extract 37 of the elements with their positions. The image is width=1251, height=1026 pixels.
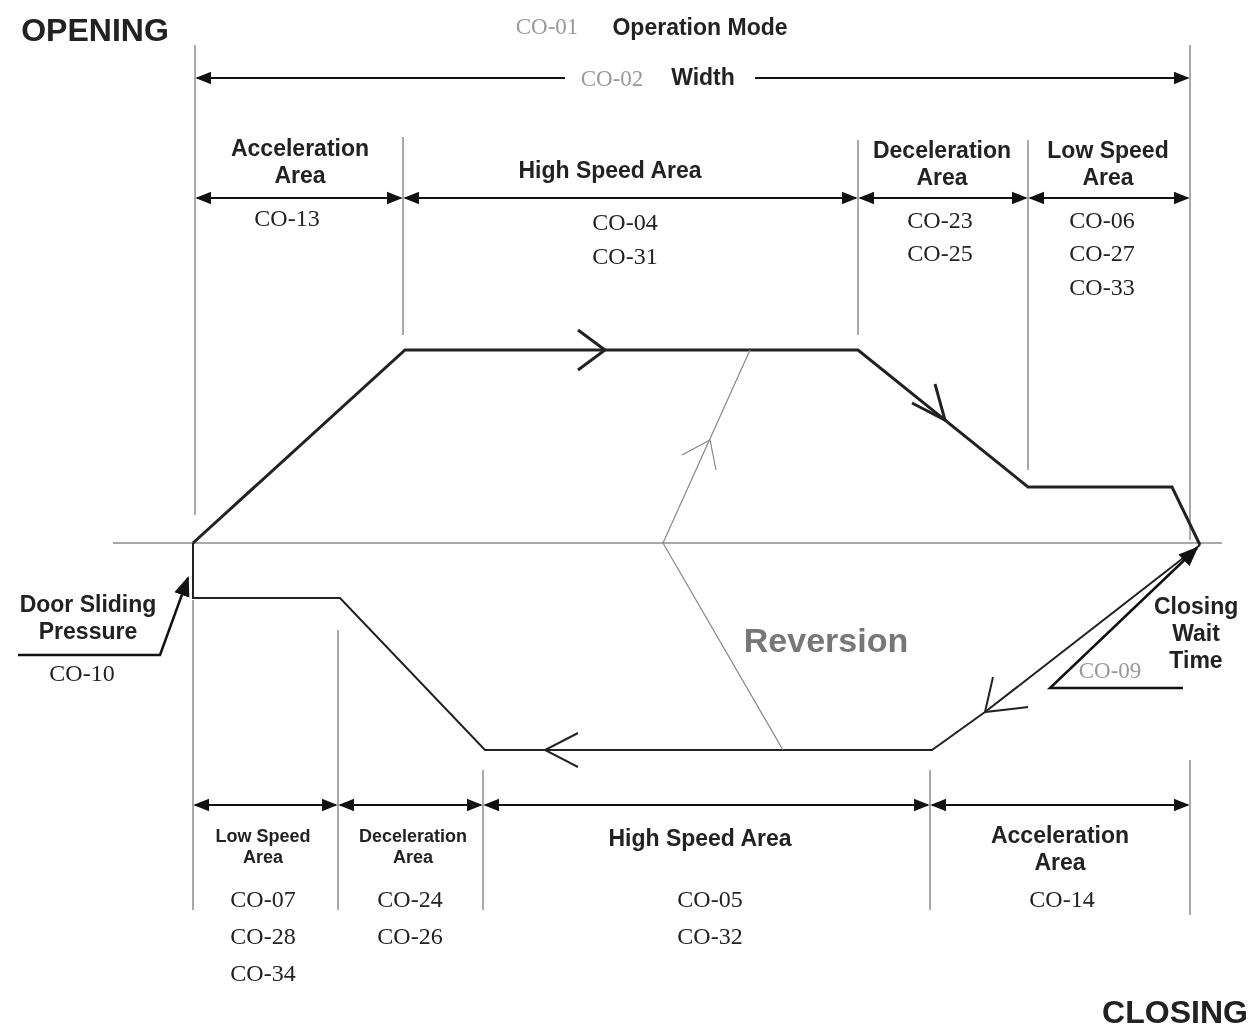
area-label: Width [671, 63, 735, 91]
callout-label: Door Sliding Pressure [18, 591, 158, 645]
parameter-code: CO-10 [49, 659, 115, 687]
parameter-code: CO-07 [230, 885, 296, 913]
reversion-label: Reversion [743, 620, 909, 660]
heading: CLOSING [1102, 993, 1248, 1026]
parameter-code: CO-14 [1029, 885, 1095, 913]
area-label: Deceleration Area [871, 137, 1013, 191]
area-label: Acceleration Area [989, 822, 1131, 876]
parameter-code: CO-24 [377, 885, 443, 913]
area-label: Operation Mode [612, 13, 788, 41]
parameter-code: CO-32 [677, 922, 743, 950]
area-label: Deceleration Area [357, 826, 468, 868]
parameter-code: CO-28 [230, 922, 296, 950]
parameter-code: CO-31 [592, 242, 658, 270]
area-label: High Speed Area [608, 824, 792, 852]
parameter-code: CO-33 [1069, 273, 1135, 301]
parameter-code: CO-02 [580, 66, 644, 92]
parameter-code: CO-26 [377, 922, 443, 950]
area-label: Low Speed Area [1046, 137, 1170, 191]
area-label: Low Speed Area [214, 826, 312, 868]
parameter-code: CO-13 [254, 204, 320, 232]
parameter-code: CO-23 [907, 206, 973, 234]
heading: OPENING [21, 11, 169, 49]
parameter-code: CO-09 [1078, 658, 1142, 684]
parameter-code: CO-01 [515, 14, 579, 40]
leader-arrow [1046, 546, 1199, 690]
parameter-code: CO-05 [677, 885, 743, 913]
callout-label: Closing Wait Time [1154, 592, 1238, 674]
parameter-code: CO-25 [907, 239, 973, 267]
area-label: High Speed Area [518, 156, 702, 184]
parameter-code: CO-06 [1069, 206, 1135, 234]
parameter-code: CO-34 [230, 959, 296, 987]
parameter-code: CO-04 [592, 208, 658, 236]
parameter-code: CO-27 [1069, 239, 1135, 267]
area-label: Acceleration Area [229, 135, 371, 189]
leader-arrow [18, 576, 190, 657]
